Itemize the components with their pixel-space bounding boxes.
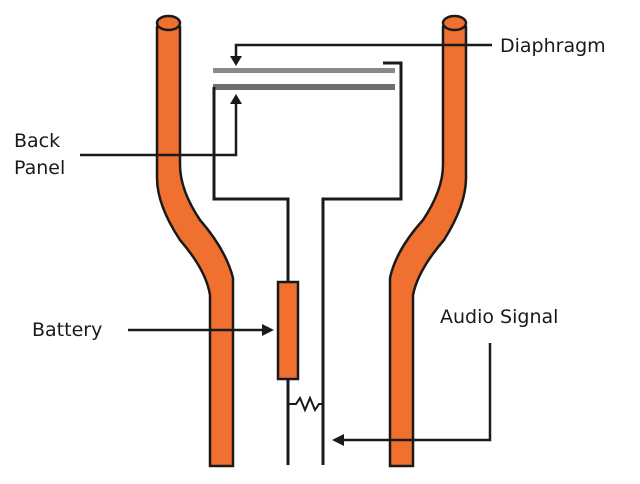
diaphragm-leader-line bbox=[234, 43, 492, 58]
resistor-symbol bbox=[288, 395, 323, 413]
diaphragm-wire bbox=[321, 61, 403, 465]
battery-label: Battery bbox=[32, 319, 102, 341]
back-panel-arrowhead bbox=[230, 94, 242, 104]
right-housing-tube bbox=[388, 14, 468, 468]
back-panel-plate bbox=[213, 84, 395, 90]
battery-cell bbox=[276, 280, 300, 381]
left-tube-opening bbox=[155, 14, 182, 32]
audio-signal-arrowhead bbox=[332, 434, 344, 446]
back-panel-wire bbox=[212, 87, 290, 282]
label-leaders bbox=[80, 43, 492, 442]
diaphragm-plate bbox=[213, 68, 395, 73]
circuit-wiring bbox=[212, 61, 403, 465]
audio-signal-leader-line bbox=[342, 343, 492, 442]
back-panel-label-line2: Panel bbox=[14, 157, 65, 179]
back-panel-leader-line bbox=[80, 100, 238, 157]
right-tube-body bbox=[388, 25, 468, 468]
left-tube-body bbox=[155, 25, 235, 468]
audio-signal-label: Audio Signal bbox=[440, 306, 558, 328]
diaphragm-label: Diaphragm bbox=[500, 35, 606, 57]
leader-arrowheads bbox=[230, 56, 344, 446]
back-panel-label-line1: Back bbox=[14, 130, 60, 152]
diaphragm-arrowhead bbox=[230, 56, 242, 66]
right-tube-opening bbox=[441, 14, 468, 32]
battery-arrowhead bbox=[262, 324, 274, 336]
left-housing-tube bbox=[155, 14, 235, 468]
